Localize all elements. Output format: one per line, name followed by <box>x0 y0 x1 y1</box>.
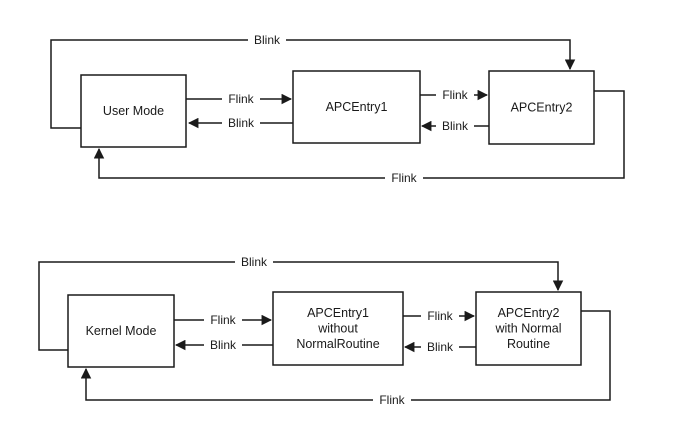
user-node-box <box>488 70 595 145</box>
user-edge-label-text: Flink <box>442 88 468 102</box>
kernel-node-label: APCEntry1 <box>307 306 369 320</box>
kernel-node-box <box>67 294 175 368</box>
kernel-edge-head-entry2-blink-wrap <box>38 261 564 351</box>
kernel-edge-label-text: Flink <box>379 393 405 407</box>
kernel-edge-label-entry2-entry1-blink: Blink <box>421 339 459 355</box>
user-edge-label-entry1-head-blink: Blink <box>222 115 260 131</box>
user-edge-label-text: Blink <box>254 33 281 47</box>
kernel-node-label: Routine <box>507 337 550 351</box>
kernel-node-label: without <box>317 322 358 336</box>
kernel-edge-label-entry1-head-blink: Blink <box>204 337 242 353</box>
user-node-label: APCEntry1 <box>326 100 388 114</box>
user-node-head: User Mode <box>80 74 187 148</box>
kernel-edge-label-entry2-head-flink-wrap: Flink <box>373 392 411 408</box>
kernel-edge-label-text: Flink <box>210 313 236 327</box>
kernel-edge-label-text: Blink <box>241 255 268 269</box>
user-edge-head-entry2-blink-wrap <box>50 39 576 129</box>
user-edge-label-entry2-entry1-blink: Blink <box>436 118 474 134</box>
user-node-box <box>80 74 187 148</box>
kernel-node-box <box>272 291 404 366</box>
kernel-node-label: APCEntry2 <box>498 306 560 320</box>
kernel-edge-label-head-entry2-blink-wrap: Blink <box>235 254 273 270</box>
user-edge-label-text: Flink <box>391 171 417 185</box>
kernel-node-label: Kernel Mode <box>86 324 157 338</box>
kernel-edge-entry2-head-flink-wrap <box>80 310 611 401</box>
user-edge-label-entry2-head-flink-wrap: Flink <box>385 170 423 186</box>
user-edge-label-entry1-entry2-flink: Flink <box>436 87 474 103</box>
user-edge-label-text: Flink <box>228 92 254 106</box>
user-node-label: User Mode <box>103 104 164 118</box>
kernel-edge-label-entry1-entry2-flink: Flink <box>421 308 459 324</box>
kernel-node-box <box>475 291 582 366</box>
user-node-label: APCEntry2 <box>511 101 573 115</box>
user-node-entry2: APCEntry2 <box>488 70 595 145</box>
kernel-edge-label-text: Blink <box>427 340 454 354</box>
user-node-box <box>292 70 421 144</box>
user-edge-label-text: Blink <box>442 119 469 133</box>
kernel-edge-label-text: Blink <box>210 338 237 352</box>
kernel-edge-label-head-entry1-flink: Flink <box>204 312 242 328</box>
user-edge-label-head-entry1-flink: Flink <box>222 91 260 107</box>
kernel-node-label: NormalRoutine <box>296 337 379 351</box>
kernel-node-entry2: APCEntry2 with NormalRoutine <box>475 291 582 366</box>
kernel-edge-label-text: Flink <box>427 309 453 323</box>
kernel-node-label: with Normal <box>495 322 562 336</box>
user-edge-label-text: Blink <box>228 116 255 130</box>
user-node-entry1: APCEntry1 <box>292 70 421 144</box>
user-edge-label-head-entry2-blink-wrap: Blink <box>248 32 286 48</box>
kernel-node-head: Kernel Mode <box>67 294 175 368</box>
user-edge-entry2-head-flink-wrap <box>93 90 625 179</box>
